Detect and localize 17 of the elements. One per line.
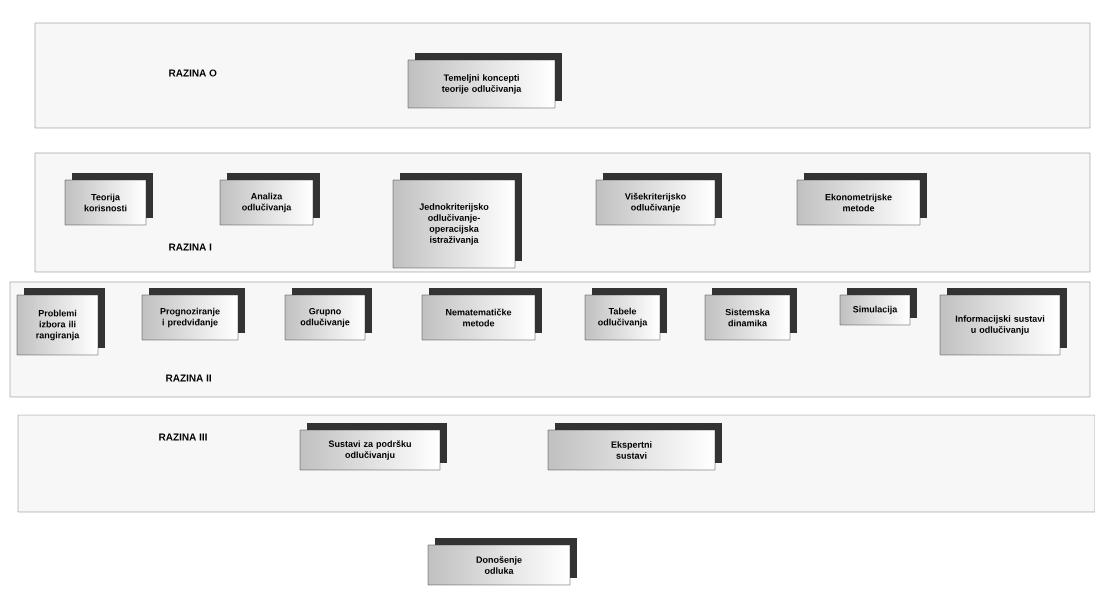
concept-box: Višekriterijsko odlučivanje (595, 173, 722, 226)
concept-box: Prognoziranje i predviđanje (141, 288, 245, 341)
concept-box: Sustavi za podršku odlučivanju (299, 423, 447, 471)
concept-box: Jednokriterijsko odlučivanje- operacijska istraživanja (392, 173, 522, 269)
concept-box: Tabele odlučivanja (584, 288, 667, 341)
concept-box: Ekspertni sustavi (547, 423, 722, 471)
concept-box: Sistemska dinamika (704, 288, 797, 341)
concept-box: Analiza odlučivanja (219, 173, 320, 226)
concept-box: Temeljni koncepti teorije odlučivanja (407, 53, 562, 109)
concept-box: Problemi izbora ili rangiranja (16, 288, 105, 356)
concept-box: Nematematičke metode (421, 288, 542, 341)
concept-box: Informacijski sustavi u odlučivanju (939, 288, 1067, 356)
concept-box: Ekonometrijske metode (796, 173, 927, 226)
concept-box: Simulacija (839, 288, 917, 326)
concept-box: Teorija korisnosti (64, 173, 153, 226)
concept-box: Donošenje odluka (427, 538, 577, 586)
concept-box: Grupno odlučivanje (284, 288, 372, 341)
